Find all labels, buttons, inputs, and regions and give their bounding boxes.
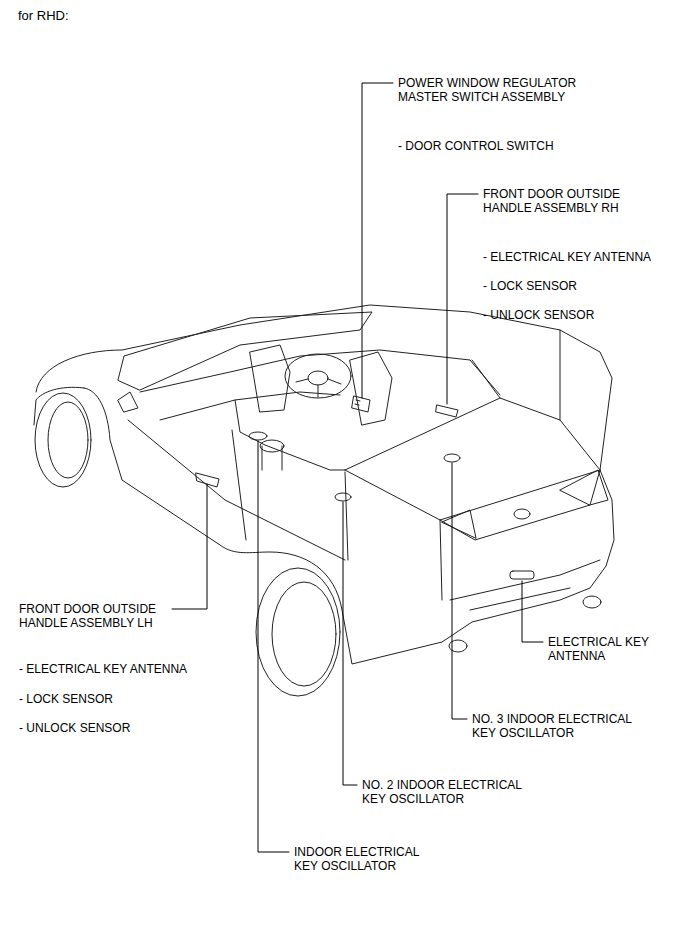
door-line	[232, 430, 246, 540]
leader-line	[362, 83, 393, 398]
tail-light-right	[560, 470, 608, 505]
front-wheel	[35, 393, 91, 487]
deck-edges	[472, 330, 560, 420]
door-line	[345, 472, 348, 560]
side-mirror	[118, 392, 138, 412]
switch-buttons	[355, 400, 360, 405]
sub-part: - LOCK SENSOR	[19, 692, 219, 706]
rear-face	[440, 470, 600, 600]
leader-line	[447, 194, 478, 404]
leader-line	[522, 581, 543, 642]
master-switch	[352, 396, 370, 412]
sub-part: - UNLOCK SENSOR	[19, 721, 219, 735]
steering-hub	[308, 371, 328, 385]
sub-part: - ELECTRICAL KEY ANTENNA	[19, 662, 219, 676]
side-crease	[128, 420, 345, 560]
windshield	[118, 312, 372, 390]
shift-knob	[260, 440, 284, 452]
part-name: NO. 3 INDOOR ELECTRICAL KEY OSCILLATOR	[472, 712, 644, 740]
steering-wheel	[285, 354, 351, 398]
part-name: POWER WINDOW REGULATOR MASTER SWITCH ASS…	[398, 76, 598, 104]
tail-light-left	[442, 510, 476, 538]
front-arch	[34, 387, 84, 425]
rear-wheel	[256, 568, 340, 696]
indoor-oscillator	[249, 432, 267, 440]
rear-bumper-line	[450, 560, 600, 600]
cockpit-rim	[140, 350, 500, 395]
shift-boot	[262, 446, 282, 470]
passenger-seat	[250, 345, 290, 412]
rear-wheel-rim	[272, 582, 336, 686]
sub-part: - UNLOCK SENSOR	[483, 308, 683, 322]
leader-line	[172, 484, 207, 609]
part-name: INDOOR ELECTRICAL KEY OSCILLATOR	[294, 845, 434, 873]
indoor-oscillator-2	[335, 493, 351, 501]
steering-spokes	[296, 379, 341, 397]
rear-deck	[345, 398, 600, 470]
indoor-oscillator-3	[444, 454, 460, 462]
door-handle-rh	[436, 405, 458, 417]
emblem	[514, 509, 530, 519]
sub-part: - DOOR CONTROL SWITCH	[398, 139, 618, 153]
leader-line	[258, 441, 289, 852]
leader-line	[343, 502, 357, 785]
part-name: ELECTRICAL KEY ANTENNA	[548, 635, 666, 663]
trunk-edge	[345, 470, 600, 520]
page-heading: for RHD:	[18, 8, 69, 23]
dashboard	[160, 392, 340, 420]
center-console	[235, 400, 345, 470]
part-name: FRONT DOOR OUTSIDE HANDLE ASSEMBLY LH	[19, 602, 169, 630]
part-name: FRONT DOOR OUTSIDE HANDLE ASSEMBLY RH	[483, 187, 633, 215]
driver-seat	[350, 352, 392, 425]
part-name: NO. 2 INDOOR ELECTRICAL KEY OSCILLATOR	[362, 778, 534, 806]
sub-part: - LOCK SENSOR	[483, 279, 683, 293]
diffuser	[470, 588, 570, 610]
sub-part: - ELECTRICAL KEY ANTENNA	[483, 250, 683, 264]
leader-line	[452, 463, 467, 719]
rear-antenna	[510, 571, 534, 579]
front-wheel-rim	[48, 402, 88, 478]
exhaust	[583, 596, 601, 608]
